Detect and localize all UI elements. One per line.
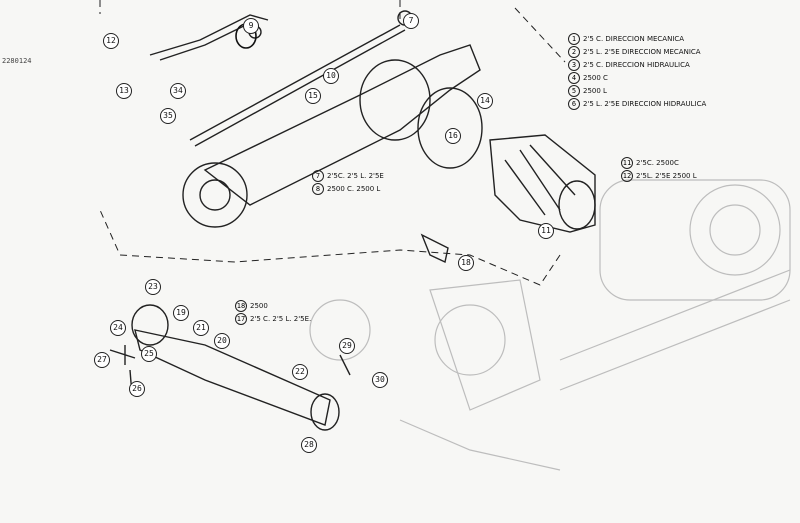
hub-drum xyxy=(182,162,248,228)
callout-25: 25 xyxy=(141,346,157,362)
callout-28: 28 xyxy=(301,437,317,453)
bracket xyxy=(420,233,449,264)
note-number: 4 xyxy=(568,72,580,84)
shaft-flange xyxy=(310,393,340,431)
note-number: 18 xyxy=(235,300,247,312)
callout-10: 10 xyxy=(323,68,339,84)
assembly-boundary xyxy=(99,0,566,286)
callout-14: 14 xyxy=(477,93,493,109)
callout-26: 26 xyxy=(129,381,145,397)
note-number: 6 xyxy=(568,98,580,110)
note-text: 2'5 C. DIRECCION MECANICA xyxy=(583,35,685,43)
callout-24: 24 xyxy=(110,320,126,336)
universal-joint xyxy=(131,304,169,346)
note-number: 17 xyxy=(235,313,247,325)
housing-flange xyxy=(359,59,431,141)
note-text: 2'5 L. 2'5E DIRECCION HIDRAULICA xyxy=(583,100,707,108)
note-text: 2'5 C. DIRECCION HIDRAULICA xyxy=(583,61,690,69)
note-text: 2'5C. 2'5 L. 2'5E xyxy=(327,172,384,180)
note-number: 3 xyxy=(568,59,580,71)
background-ghost-drawing xyxy=(309,179,791,471)
note-text: 2'5L. 2'5E 2500 L xyxy=(636,172,697,180)
document-code: 2280124 xyxy=(2,57,32,65)
callout-19: 19 xyxy=(173,305,189,321)
tie-rod xyxy=(189,24,406,147)
callout-20: 20 xyxy=(214,333,230,349)
callout-29: 29 xyxy=(339,338,355,354)
callout-7: 7 xyxy=(403,13,419,29)
callout-23: 23 xyxy=(145,279,161,295)
callout-16: 16 xyxy=(445,128,461,144)
callout-21: 21 xyxy=(193,320,209,336)
drag-link xyxy=(149,14,269,61)
note-number: 2 xyxy=(568,46,580,58)
note-text: 2500 C xyxy=(583,74,608,82)
note-text: 2'5C. 2500C xyxy=(636,159,679,167)
callout-13: 13 xyxy=(116,83,132,99)
callout-27: 27 xyxy=(94,352,110,368)
note-number: 7 xyxy=(312,170,324,182)
callout-12: 12 xyxy=(103,33,119,49)
gasket xyxy=(417,87,483,169)
callout-9: 9 xyxy=(243,18,259,34)
note-number: 12 xyxy=(621,170,633,182)
callout-15: 15 xyxy=(305,88,321,104)
callout-35: 35 xyxy=(160,108,176,124)
callout-30: 30 xyxy=(372,372,388,388)
note-number: 5 xyxy=(568,85,580,97)
note-text: 2500 xyxy=(250,302,268,310)
note-number: 8 xyxy=(312,183,324,195)
note-number: 1 xyxy=(568,33,580,45)
callout-18: 18 xyxy=(458,255,474,271)
propeller-shaft xyxy=(134,329,331,426)
note-text: 2500 L xyxy=(583,87,607,95)
note-text: 2'5 L. 2'5E DIRECCION MECANICA xyxy=(583,48,701,56)
axle-housing xyxy=(203,44,481,206)
callout-34: 34 xyxy=(170,83,186,99)
note-text: 2500 C. 2500 L xyxy=(327,185,381,193)
note-number: 11 xyxy=(621,157,633,169)
note-text: 2'5 C. 2'5 L. 2'5E. xyxy=(250,315,312,323)
callout-11: 11 xyxy=(538,223,554,239)
callout-22: 22 xyxy=(292,364,308,380)
